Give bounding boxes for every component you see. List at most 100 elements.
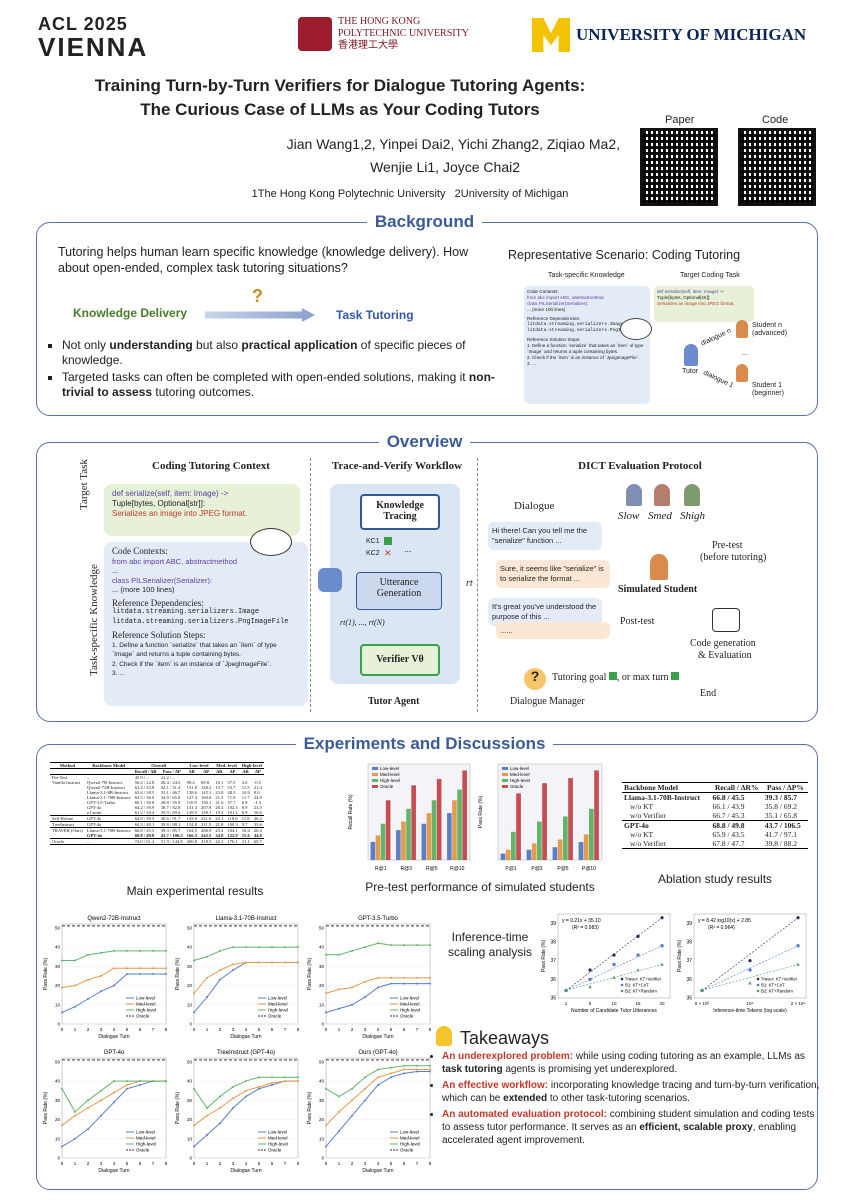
data-point <box>660 962 664 966</box>
legend-label: Oracle <box>268 1148 282 1153</box>
ov-cc4: ... (more 100 lines) <box>112 585 175 594</box>
data-point <box>325 953 327 956</box>
data-point <box>351 1099 353 1102</box>
table-cell: 6.9 <box>241 800 248 805</box>
rd1: litdata.streaming.serializers.Image <box>527 322 624 327</box>
y-tick-label: 0 <box>57 1022 60 1027</box>
x-tick-label: 2 <box>351 1161 354 1166</box>
target-code2: Tuple[bytes, Optional[str]]: <box>657 295 711 300</box>
x-tick-label: 1 <box>338 1027 341 1032</box>
y-tick-label: 0 <box>189 1022 192 1027</box>
legend-label: Traver: KT+Verifier <box>761 977 798 982</box>
data-point <box>271 1083 273 1086</box>
table-cell: 242.5 <box>201 833 212 838</box>
rs3: 3. ... <box>527 361 536 366</box>
plot-area <box>193 923 299 1025</box>
x-tick-label: 2 <box>87 1027 90 1032</box>
data-point <box>351 949 353 952</box>
table-cell: 39.3 / 85.7 <box>160 828 181 833</box>
data-point <box>100 1099 102 1102</box>
polyu-emblem-icon <box>298 17 332 51</box>
data-point <box>206 1114 208 1117</box>
ov-code-contexts: Code Contexts: <box>112 546 168 556</box>
legend-label: Med-level <box>400 1136 420 1141</box>
legend-label: Low-level <box>268 1130 287 1135</box>
title-line1: Training Turn-by-Turn Verifiers for Dial… <box>94 76 586 95</box>
data-point <box>152 967 154 970</box>
x-axis-label: Number of Candidate Tutor Utterances <box>571 1008 657 1014</box>
y-tick-label: 0 <box>321 1022 324 1027</box>
bar <box>568 778 573 860</box>
acl-logo-line2: VIENNA <box>38 32 149 62</box>
table-cell: Qwen2-7B-Instruct <box>86 780 123 785</box>
msg2: Sure, it seems like "serialize" is to se… <box>496 560 610 588</box>
data-point <box>429 1070 431 1073</box>
bar <box>537 821 542 860</box>
ablation-cell: 41.7 / 97.1 <box>764 830 797 839</box>
data-point <box>364 1076 366 1079</box>
data-point <box>338 1110 340 1113</box>
legend-label: High-level <box>268 1142 288 1147</box>
authors-line2: Wenjie Li1, Joyce Chai2 <box>370 159 520 175</box>
bar <box>526 849 532 860</box>
student-high-icon <box>684 484 700 506</box>
data-point <box>74 959 76 962</box>
data-point <box>258 961 260 964</box>
x-tick-label: 1 <box>338 1161 341 1166</box>
data-point <box>429 1068 431 1071</box>
data-point <box>390 1066 392 1069</box>
table-cell: 61.4 / 33.8 <box>134 785 155 790</box>
data-point <box>100 990 102 993</box>
y-tick-label: 35 <box>686 996 692 1002</box>
bar <box>542 783 547 860</box>
data-point <box>403 976 405 979</box>
table-cell: 21.8 <box>215 822 224 827</box>
table-cell: 206.9 <box>201 828 212 833</box>
ov-cc3: class PILSerializer(Serializer): <box>112 575 213 585</box>
table-cell: GPT-4o <box>86 822 102 827</box>
ov-code4: Serializes an image into JPEG format. <box>112 509 248 518</box>
takeaway-2: An effective workflow: incorporating kno… <box>442 1079 822 1105</box>
bar <box>500 853 506 860</box>
y-tick-label: 20 <box>187 983 193 988</box>
table-cell: 23.4 <box>215 828 224 833</box>
target-code1: def serialize(self, item: Image) -> <box>657 289 724 294</box>
x-tick-label: 7 <box>152 1027 155 1032</box>
data-point <box>61 1145 63 1148</box>
qr-paper-icon[interactable] <box>640 128 718 206</box>
end-label: End <box>700 688 717 699</box>
kc2-label: KC2 <box>366 550 380 557</box>
x-tick-label: 6 <box>139 1027 142 1032</box>
data-point <box>258 1087 260 1090</box>
y-tick-label: 37 <box>686 958 692 964</box>
table-cell: 23.5 <box>253 805 262 810</box>
th-backbone: Backbone Model <box>92 763 126 768</box>
y-tick-label: 30 <box>187 1098 193 1103</box>
utterance-generation-box: Utterance Generation <box>356 572 442 610</box>
y-tick-label: 30 <box>187 964 193 969</box>
qr-code-icon[interactable] <box>738 128 816 206</box>
y-tick-label: 40 <box>187 945 193 950</box>
dialogue-manager-label: Dialogue Manager <box>510 696 585 707</box>
data-point <box>193 1124 195 1127</box>
data-point <box>61 1087 63 1090</box>
data-point <box>390 982 392 985</box>
table-cell: Self-Refine <box>52 816 74 821</box>
data-point <box>258 1085 260 1088</box>
x-tick-label: R@3 <box>401 866 413 872</box>
ref-deps: Reference Dependencies: <box>527 316 581 321</box>
y-tick-label: 10 <box>187 1002 193 1007</box>
y-axis-label: Recall Rate (%) <box>348 794 354 829</box>
x-tick-label: 2 <box>219 1027 222 1032</box>
chart-title: TreeInstruct (GPT-4o) <box>217 1050 275 1056</box>
main-results-table-wrap: Method Backbone Model Overall Low-level … <box>50 762 338 878</box>
y-tick-label: 30 <box>55 1098 61 1103</box>
y-tick-label: 39 <box>686 921 692 927</box>
data-point <box>74 1110 76 1113</box>
umich-logo: UNIVERSITY OF MICHIGAN <box>532 18 806 52</box>
data-point <box>284 946 286 949</box>
table-cell: 9.7 <box>241 822 248 827</box>
